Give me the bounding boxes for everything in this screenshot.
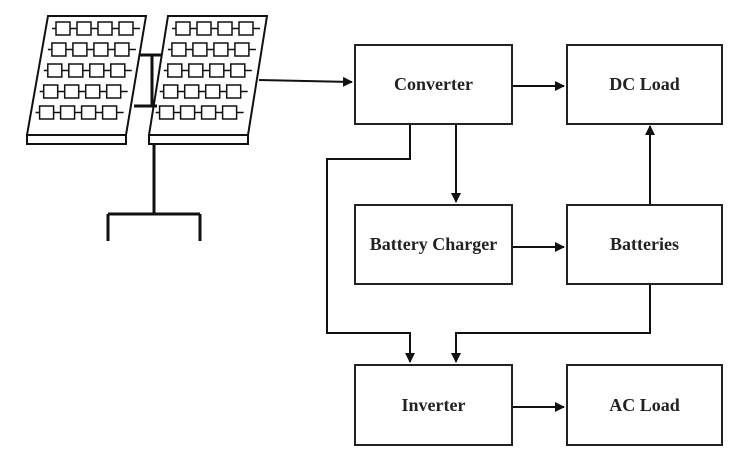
solar-cell	[101, 105, 118, 120]
solar-cell	[97, 21, 113, 36]
node-dc-load: DC Load	[566, 44, 723, 125]
solar-cell	[93, 42, 109, 57]
node-label: Converter	[394, 74, 473, 94]
solar-cell	[158, 105, 175, 120]
solar-cell	[80, 105, 97, 120]
solar-cell	[192, 42, 208, 57]
solar-panel-array-icon	[25, 15, 269, 241]
solar-cell	[183, 84, 200, 99]
solar-cell	[118, 21, 134, 36]
solar-cell	[196, 21, 212, 36]
solar-cell	[38, 105, 55, 120]
solar-cell	[68, 63, 84, 78]
solar-cell	[230, 63, 246, 78]
solar-cell	[188, 63, 204, 78]
solar-cell	[89, 63, 105, 78]
solar-cell	[110, 63, 126, 78]
node-battery-charger: Battery Charger	[354, 204, 513, 285]
solar-cell	[171, 42, 187, 57]
solar-cell	[105, 84, 122, 99]
edge-batteries-inverter	[451, 284, 651, 363]
node-inverter: Inverter	[354, 364, 513, 446]
solar-cell	[47, 63, 63, 78]
solar-cell	[63, 84, 80, 99]
solar-cell	[42, 84, 59, 99]
solar-cell	[234, 42, 250, 57]
solar-cell	[76, 21, 92, 36]
solar-cell	[217, 21, 233, 36]
solar-cell	[59, 105, 76, 120]
solar-cell	[225, 84, 242, 99]
node-batteries: Batteries	[566, 204, 723, 285]
solar-cell	[209, 63, 225, 78]
solar-cell	[238, 21, 254, 36]
solar-cell	[179, 105, 196, 120]
connectors	[258, 76, 655, 412]
solar-cell	[221, 105, 238, 120]
edge-converter-inverter	[326, 124, 415, 363]
solar-cell	[72, 42, 88, 57]
node-label: Batteries	[610, 234, 679, 254]
solar-cell	[84, 84, 101, 99]
node-label: AC Load	[609, 394, 680, 415]
solar-cell	[55, 21, 71, 36]
solar-cell	[114, 42, 130, 57]
edge-panels-converter	[258, 76, 353, 87]
solar-cell	[213, 42, 229, 57]
node-ac-load: AC Load	[566, 364, 723, 446]
solar-cell	[51, 42, 67, 57]
solar-cell	[175, 21, 191, 36]
solar-cell	[167, 63, 183, 78]
node-converter: Converter	[354, 44, 513, 125]
solar-cell	[204, 84, 221, 99]
node-label: Battery Charger	[369, 234, 498, 254]
node-label: Inverter	[401, 394, 466, 415]
solar-cell	[200, 105, 217, 120]
solar-cell	[162, 84, 179, 99]
node-label: DC Load	[609, 74, 680, 94]
